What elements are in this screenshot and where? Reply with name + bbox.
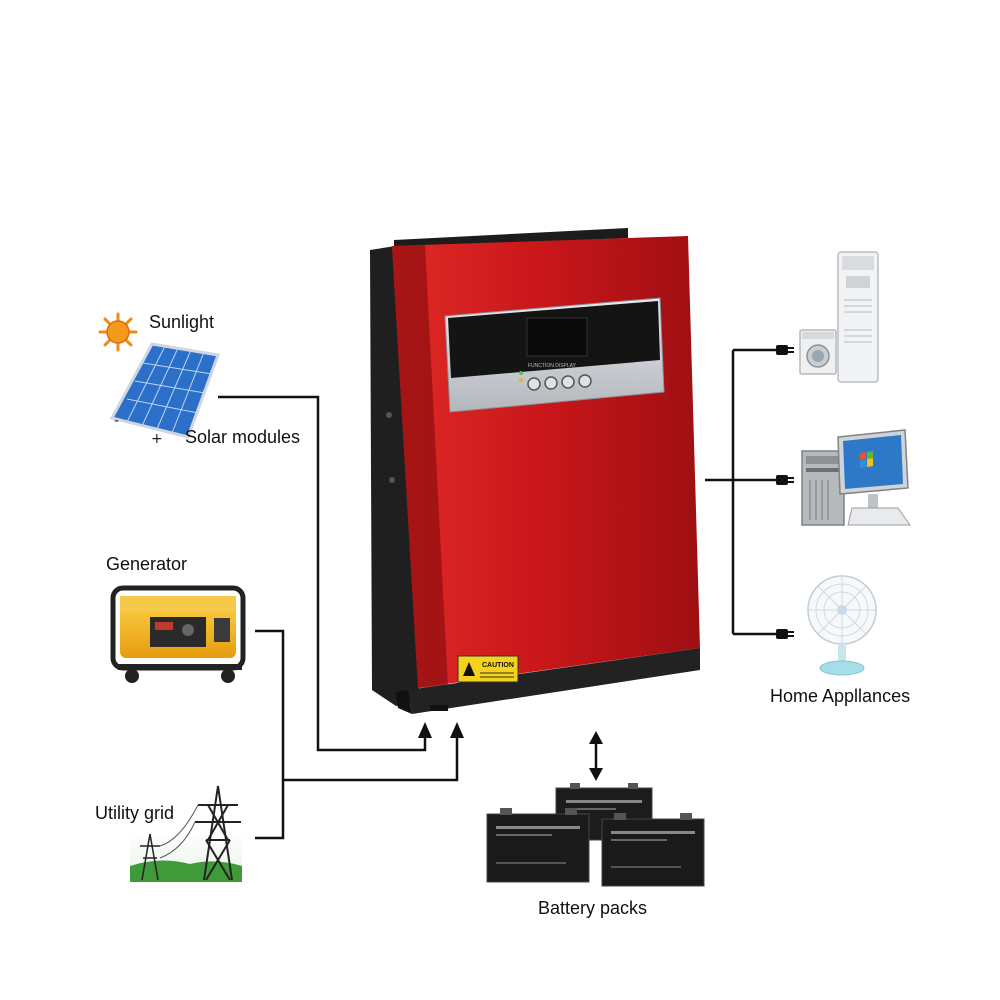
battery-packs-label: Battery packs bbox=[538, 898, 648, 918]
battery-icon bbox=[486, 783, 705, 887]
caution-text: CAUTION bbox=[482, 662, 514, 669]
generator-icon bbox=[110, 585, 246, 683]
double-arrow-icon bbox=[589, 731, 603, 781]
sun-icon bbox=[98, 312, 138, 352]
solar-minus-sign: - bbox=[114, 413, 120, 429]
wire-grid bbox=[255, 780, 285, 840]
control-panel: FUNCTION DISPLAY bbox=[444, 297, 665, 413]
home-appliances-label: Home Appllances bbox=[770, 686, 911, 706]
wire-solar bbox=[218, 395, 427, 752]
sunlight-label: Sunlight bbox=[149, 312, 215, 332]
arrow-up-icon bbox=[418, 722, 464, 738]
plug-icon bbox=[776, 345, 794, 639]
lcd-screen bbox=[526, 317, 588, 357]
fan-icon bbox=[807, 575, 877, 676]
solar-plus-sign: + bbox=[151, 431, 163, 447]
wires bbox=[218, 348, 778, 840]
solar-panel-icon bbox=[109, 342, 221, 439]
panel-caption: FUNCTION DISPLAY bbox=[528, 363, 577, 369]
computer-icon bbox=[801, 429, 911, 526]
air-conditioner-icon bbox=[837, 251, 879, 383]
caution-label: CAUTION bbox=[457, 655, 519, 683]
solar-modules-label: Solar modules bbox=[185, 427, 301, 447]
utility-grid-label: Utility grid bbox=[95, 803, 175, 823]
generator-label: Generator bbox=[106, 554, 188, 574]
panel-buttons bbox=[527, 374, 592, 391]
washing-machine-icon bbox=[799, 329, 837, 375]
power-tower-icon bbox=[130, 785, 242, 882]
inverter-unit: CAUTION FUNCTION DISPLAY bbox=[370, 228, 700, 714]
